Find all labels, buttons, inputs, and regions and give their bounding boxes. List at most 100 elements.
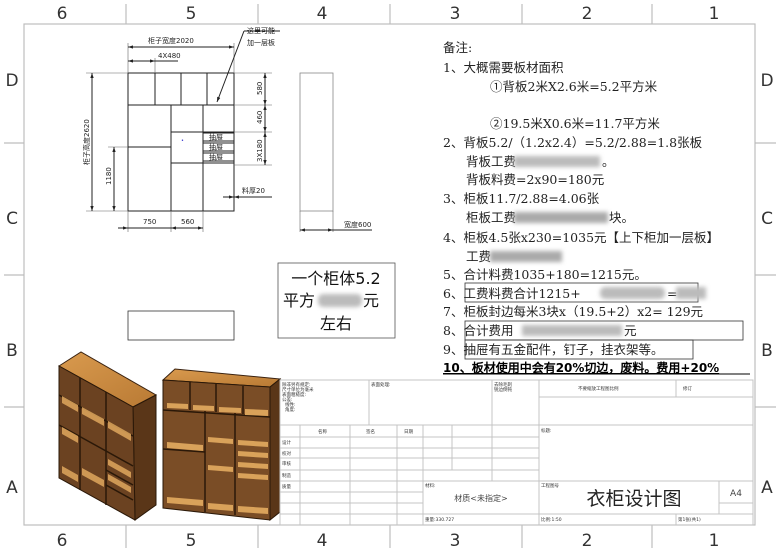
note-line-emphasis: 10、板材使用中会有20%切边，废料。费用+20% <box>443 360 719 375</box>
col-label: 2 <box>582 531 593 551</box>
tolerance-note: 角度: <box>285 406 296 413</box>
role-label: 制造 <box>282 472 291 479</box>
drawers-dimension: 3X180 <box>256 139 264 162</box>
role-label: 校对 <box>282 450 291 457</box>
redacted-value <box>318 294 362 307</box>
note-line: ②19.5米X0.6米=11.7平方米 <box>490 116 660 131</box>
redacted-value <box>514 212 608 223</box>
note-line: 2、背板5.2/（1.2x2.4）=5.2/2.88=1.8张板 <box>443 135 703 150</box>
header-name: 名称 <box>318 428 327 435</box>
thickness-dimension: 料厚20 <box>242 186 265 195</box>
tolerance-note: 公差: <box>282 396 293 403</box>
col-label: 1 <box>709 4 720 24</box>
note-line: 块。 <box>609 210 634 225</box>
note-line: 8、合计费用 <box>443 323 513 338</box>
tolerance-note: 线性: <box>285 401 296 408</box>
col-label: 1 <box>709 531 720 551</box>
redacted-value <box>490 251 562 262</box>
summary-line3: 左右 <box>320 314 352 333</box>
finish-label: 表面处理: <box>371 381 391 388</box>
drawer-label: 抽屉 <box>209 153 223 162</box>
row-label: C <box>761 209 773 229</box>
col-label: 6 <box>57 4 68 24</box>
redacted-value <box>676 287 706 299</box>
note-line: 3、柜板11.7/2.88=4.06张 <box>443 191 600 206</box>
mid-row-dimension: 460 <box>256 111 264 124</box>
note-line: = <box>667 286 677 301</box>
sheet-size: A4 <box>730 489 742 499</box>
front-view: 抽屉 抽屉 抽屉 柜子宽度2020 <box>82 26 280 232</box>
note-line: 元 <box>624 323 637 338</box>
col-label: 5 <box>186 4 197 24</box>
callout-text: 这里可能 <box>247 26 275 35</box>
col-label: 3 <box>450 4 461 24</box>
drawer-label: 抽屉 <box>209 133 223 142</box>
note-line: 7、柜板封边每米3块x（19.5+2）x2= 129元 <box>443 304 703 319</box>
role-label: 审核 <box>282 460 291 467</box>
height-dimension: 柜子高度2620 <box>82 119 91 165</box>
header-signature: 签名 <box>366 428 375 435</box>
material-value: 材质<未指定> <box>454 493 507 503</box>
cabinet-3d-view-1 <box>58 351 158 521</box>
col-label: 5 <box>186 531 197 551</box>
deburr-note: 去除毛刺 <box>494 381 512 388</box>
drawing-title: 衣柜设计图 <box>586 488 681 510</box>
note-line: 9、抽屉有五金配件，钉子，挂衣架等。 <box>443 342 663 357</box>
note-line: 6、工费料费合计1215+ <box>443 286 581 301</box>
callout-text: 加一层板 <box>247 38 275 47</box>
note-line: 4、柜板4.5张x230=1035元【上下柜加一层板】 <box>443 230 719 245</box>
note-line: 背板料费=2x90=180元 <box>466 172 604 187</box>
cabinet-3d-view-2 <box>161 368 282 522</box>
scale: 比例:1:50 <box>541 516 562 523</box>
role-label: 设计 <box>282 439 291 446</box>
note-line: ①背板2米X2.6米=5.2平方米 <box>490 79 658 94</box>
tolerance-note: 除非另有规定: <box>282 381 311 388</box>
col-label: 6 <box>57 531 68 551</box>
redacted-value <box>522 325 622 336</box>
left-col-dimension: 750 <box>143 218 156 226</box>
summary-box: 一个柜体5.2 平方 元 左右 <box>277 262 396 339</box>
drawing-number-label: 工程图号 <box>541 482 559 489</box>
weight: 重量:330.727 <box>425 516 454 523</box>
redacted-value <box>514 156 600 167</box>
note-line: 。 <box>602 154 615 169</box>
summary-line1: 一个柜体5.2 <box>291 269 380 288</box>
drawer-label: 抽屉 <box>209 143 223 152</box>
tolerance-note: 表面粗糙度: <box>282 391 306 398</box>
col-label: 3 <box>450 531 461 551</box>
mid-col-dimension: 560 <box>181 218 194 226</box>
col-label: 4 <box>317 4 328 24</box>
deburr-note: 锐边倒钝 <box>494 386 512 393</box>
row-label: B <box>6 341 18 361</box>
sheet-number: 第1张(共1) <box>678 516 701 523</box>
note-line: 工费 <box>466 249 491 264</box>
notes: 备注: 1、大概需要板材面积 ①背板2米X2.6米=5.2平方米 ②19.5米X… <box>443 40 750 375</box>
title-label: 标题: <box>541 427 552 434</box>
highlight-box <box>464 339 694 360</box>
revision-label: 修订 <box>683 385 692 392</box>
depth-dimension: 宽度600 <box>344 220 371 229</box>
side-view: 宽度600 <box>299 72 372 232</box>
width-dimension: 柜子宽度2020 <box>148 36 194 45</box>
tolerance-note: 尺寸单位为毫米 <box>282 386 314 393</box>
col-label: 4 <box>317 531 328 551</box>
notes-title: 备注: <box>443 40 472 55</box>
row-label: A <box>6 478 18 498</box>
top-row-dimension: 580 <box>256 82 264 95</box>
header-date: 日期 <box>404 429 413 435</box>
note-line: 5、合计料费1035+180=1215元。 <box>443 267 647 282</box>
note-line: 柜板工费 <box>466 210 516 225</box>
note-line: 1、大概需要板材面积 <box>443 60 563 75</box>
empty-box <box>127 310 235 341</box>
top-cells-dimension: 4X480 <box>158 52 181 60</box>
row-label: C <box>6 209 18 229</box>
col-label: 2 <box>582 4 593 24</box>
origin-marker: • <box>181 138 184 144</box>
no-scale-note: 不要缩放工程图比例 <box>578 385 619 392</box>
title-block: 除非另有规定: 尺寸单位为毫米 表面粗糙度: 公差: 线性: 角度: 表面处理:… <box>279 379 754 526</box>
row-label: B <box>761 341 773 361</box>
row-label: A <box>761 478 773 498</box>
note-line: 背板工费 <box>466 154 516 169</box>
